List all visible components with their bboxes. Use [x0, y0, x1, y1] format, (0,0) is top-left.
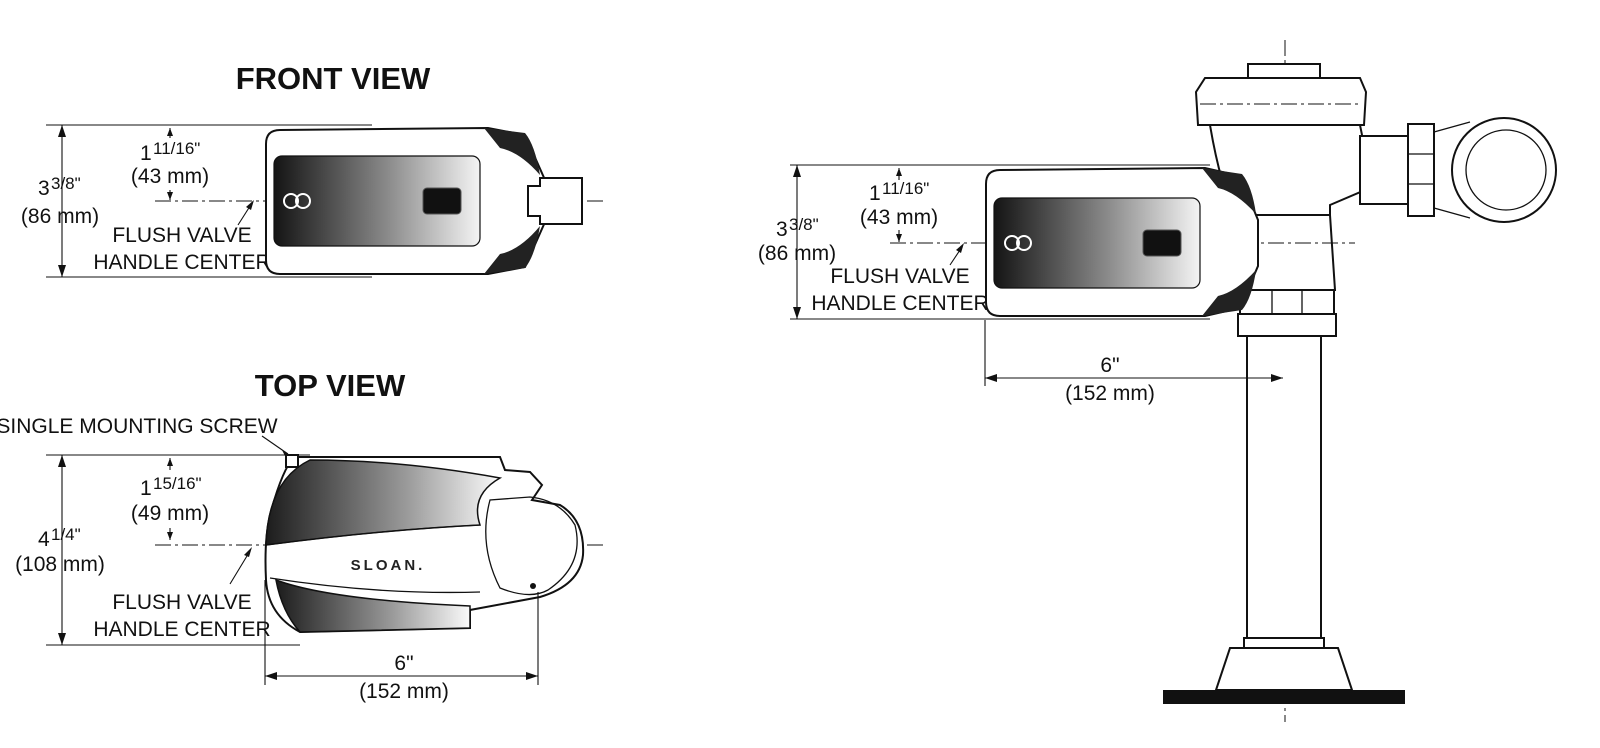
coupling-nut	[1239, 289, 1335, 315]
front-offset-whole: 1	[140, 142, 152, 165]
side-bottom-wing	[1202, 270, 1256, 316]
front-view: FRONT VIEW 3 3/8" (86 mm) 1 11/16" (43 m…	[21, 61, 605, 278]
mounting-screw-label: SINGLE MOUNTING SCREW	[0, 415, 278, 438]
tube-collar	[1243, 637, 1325, 649]
coupling-ring	[1237, 313, 1337, 337]
side-top-wing	[1202, 168, 1256, 214]
flush-tube	[1246, 335, 1322, 639]
front-offset-mm: (43 mm)	[131, 165, 209, 188]
top-height-frac: 1/4"	[51, 525, 81, 544]
mounting-screw-icon	[285, 454, 299, 468]
top-height-whole: 4	[38, 528, 50, 551]
floor-flange	[1214, 647, 1354, 691]
side-offset-mm: (43 mm)	[860, 206, 938, 229]
valve-top-nut	[1247, 63, 1321, 79]
front-top-wing	[484, 128, 540, 175]
side-height-frac: 3/8"	[789, 215, 819, 234]
top-depth: 6"	[394, 652, 413, 675]
flush-logo-icon	[283, 193, 311, 209]
flush-logo-icon	[1004, 235, 1032, 251]
top-height-mm: (108 mm)	[15, 553, 105, 576]
side-sensor-eye	[1142, 229, 1182, 257]
front-height-frac: 3/8"	[51, 174, 81, 193]
front-bottom-wing	[484, 226, 540, 274]
side-center-label-2: HANDLE CENTER	[811, 292, 988, 315]
side-depth: 6"	[1100, 354, 1119, 377]
top-center-label-1: FLUSH VALVE	[112, 591, 251, 614]
supply-pipe	[1359, 135, 1417, 205]
sloan-brand-logo: SLOAN.	[351, 557, 426, 574]
top-depth-mm: (152 mm)	[359, 680, 449, 703]
side-view: 3 3/8" (86 mm) 1 11/16" (43 mm) FLUSH VA…	[758, 40, 1557, 722]
top-view-title: TOP VIEW	[255, 368, 406, 403]
side-height-whole: 3	[776, 218, 788, 241]
top-offset-whole: 1	[140, 477, 152, 500]
side-offset-frac: 11/16"	[882, 179, 929, 198]
side-center-label-1: FLUSH VALVE	[830, 265, 969, 288]
side-sensor-window	[993, 197, 1201, 289]
front-center-label-1: FLUSH VALVE	[112, 224, 251, 247]
supply-nut	[1407, 123, 1435, 217]
side-height-mm: (86 mm)	[758, 242, 836, 265]
supply-stop-ring	[1451, 117, 1557, 223]
front-height-whole: 3	[38, 177, 50, 200]
front-center-label-2: HANDLE CENTER	[93, 251, 270, 274]
front-sensor-eye	[422, 187, 462, 215]
front-offset-frac: 11/16"	[153, 139, 200, 158]
front-sensor-window	[273, 155, 481, 247]
top-handle-ring	[485, 496, 578, 596]
side-depth-mm: (152 mm)	[1065, 382, 1155, 405]
side-offset-whole: 1	[869, 182, 881, 205]
floor-base	[1163, 690, 1405, 704]
front-view-title: FRONT VIEW	[236, 61, 431, 96]
top-center-label-2: HANDLE CENTER	[93, 618, 270, 641]
top-offset-mm: (49 mm)	[131, 502, 209, 525]
front-connector	[527, 177, 583, 225]
top-lower-shell	[275, 578, 471, 633]
valve-cap	[1194, 77, 1368, 126]
top-offset-frac: 15/16"	[153, 474, 202, 493]
top-view: TOP VIEW SINGLE MOUNTING SCREW 4 1/4" (1…	[0, 368, 605, 703]
front-height-mm: (86 mm)	[21, 205, 99, 228]
